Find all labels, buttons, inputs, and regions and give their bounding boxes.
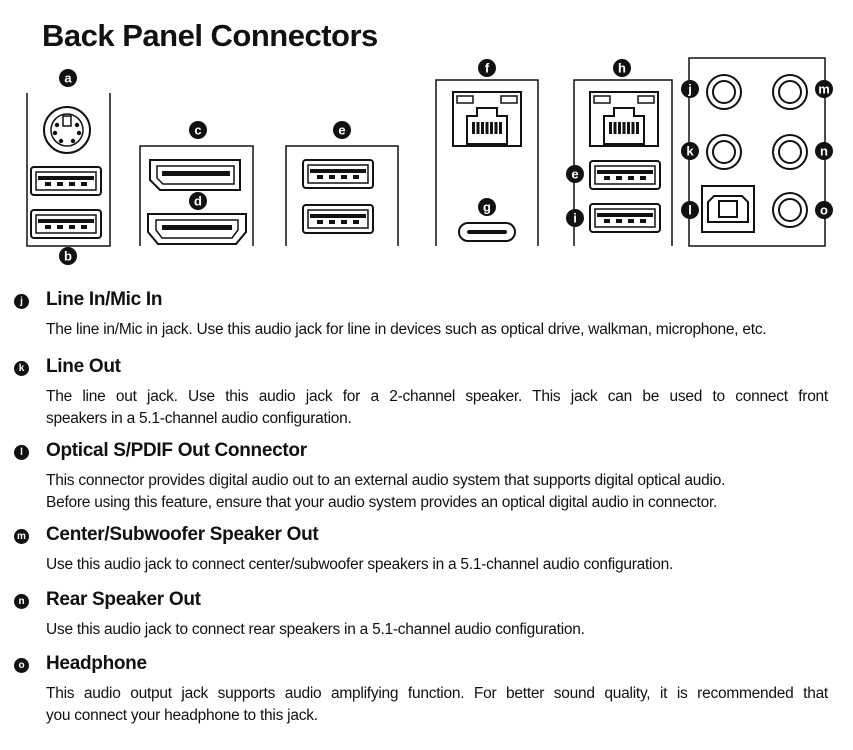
lan-usbc-panel [435,79,539,246]
usb-port-icon [30,166,102,196]
diagram-marker: b [59,247,77,265]
diagram-marker: h [613,59,631,77]
svg-text:b: b [64,249,72,264]
audio-jack-icon [772,192,808,228]
svg-text:d: d [194,194,202,209]
audio-jack-icon [772,74,808,110]
entry-heading: Line In/Mic In [46,289,163,310]
usb-c-port-icon [458,222,516,242]
diagram-marker: f [478,59,496,77]
diagram-marker: g [478,198,496,216]
entry-description: Use this audio jack to connect rear spea… [46,621,585,638]
usb-port-icon [589,160,661,190]
usb-panel [285,145,399,246]
audio-jack-icon [706,134,742,170]
svg-text:h: h [618,61,626,76]
diagram-marker: n [815,142,833,160]
diagram-marker: m [815,80,833,98]
diagram-marker: e [333,121,351,139]
audio-jack-icon [706,74,742,110]
svg-text:e: e [571,167,578,182]
entry-description: This connector provides digital audio ou… [46,472,726,511]
hdmi-icon [147,213,247,245]
entry-description: This audio output jack supports audio am… [46,685,828,724]
back-panel-diagram: a b c d e f g h e i j k l m n o [26,57,833,265]
svg-text:n: n [820,144,828,159]
diagram-marker: o [815,201,833,219]
entry-marker: o [14,658,29,673]
svg-text:m: m [818,82,830,97]
diagram-marker: c [189,121,207,139]
diagram-marker: d [189,192,207,210]
audio-jack-icon [772,134,808,170]
lan-port-icon [452,91,522,147]
entry-description: The line out jack. Use this audio jack f… [46,388,828,427]
svg-text:j: j [687,82,692,97]
audio-panel [688,57,826,247]
svg-text:e: e [338,123,345,138]
lan-port-icon [589,91,659,147]
entry-heading: Center/Subwoofer Speaker Out [46,524,319,545]
entry-heading: Line Out [46,356,121,377]
svg-text:g: g [483,200,491,215]
svg-text:a: a [64,71,72,86]
entry-description: Use this audio jack to connect center/su… [46,556,674,573]
entry-marker: k [14,361,29,376]
svg-text:l: l [688,203,692,218]
svg-text:i: i [573,211,577,226]
svg-text:f: f [485,61,490,76]
entry-heading: Rear Speaker Out [46,589,201,610]
diagram-marker: e [566,165,584,183]
diagram-marker: i [566,209,584,227]
entry-marker: m [14,529,29,544]
usb-port-icon [589,203,661,233]
usb-port-icon [302,204,374,234]
svg-text:k: k [686,144,694,159]
entry-description: The line in/Mic in jack. Use this audio … [46,321,767,338]
entry-heading: Headphone [46,653,147,674]
ps2-port-icon [43,106,91,154]
svg-text:c: c [194,123,201,138]
entry-marker: n [14,594,29,609]
diagram-marker: l [681,201,699,219]
diagram-marker: k [681,142,699,160]
page-title: Back Panel Connectors [42,18,378,53]
lan-usb-panel [573,79,673,246]
usb-port-icon [302,159,374,189]
video-panel [139,145,254,246]
entry-marker: j [14,294,29,309]
usb-port-icon [30,209,102,239]
optical-spdif-icon [701,185,755,233]
diagram-marker: a [59,69,77,87]
svg-text:o: o [820,203,828,218]
entry-heading: Optical S/PDIF Out Connector [46,440,307,461]
displayport-icon [149,159,241,191]
diagram-marker: j [681,80,699,98]
ps2-usb-panel [26,93,111,247]
entry-marker: l [14,445,29,460]
